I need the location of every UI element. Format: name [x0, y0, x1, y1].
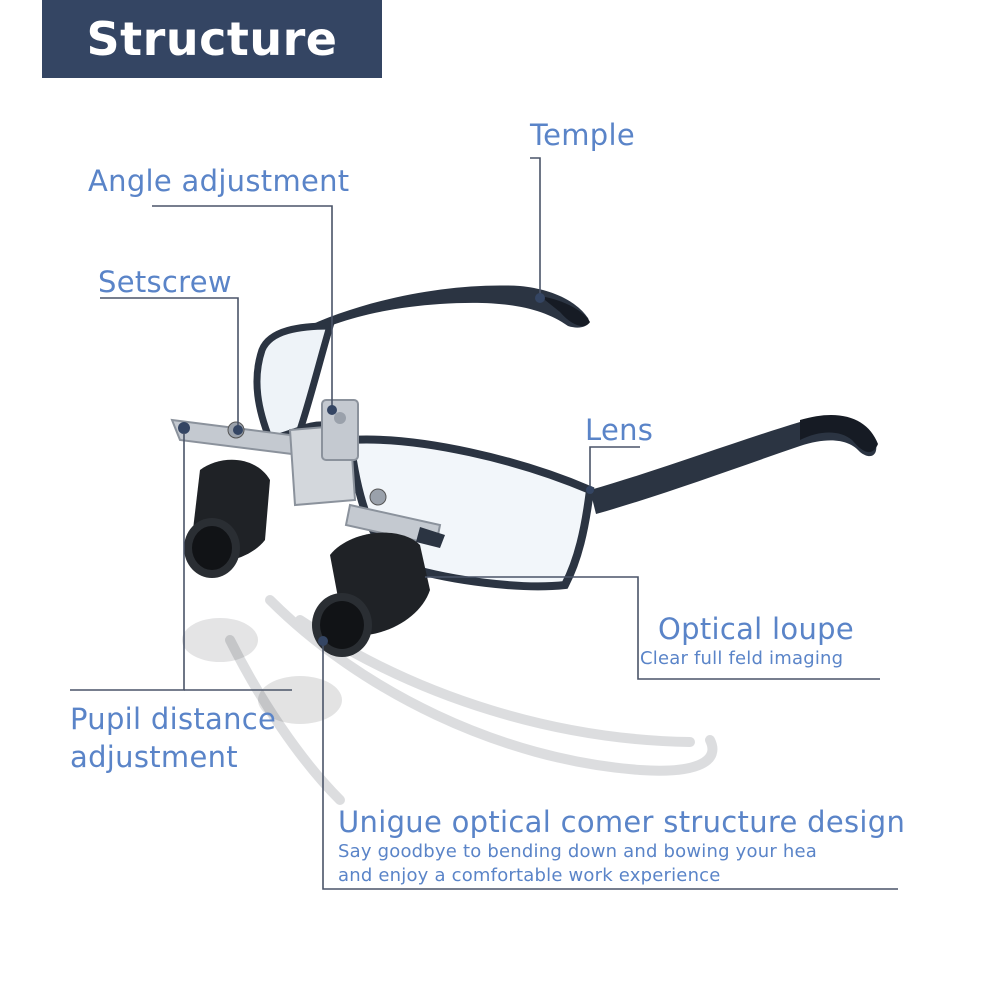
optical-loupe-leader	[425, 576, 880, 680]
page-title: Structure	[42, 0, 382, 78]
label-unique-sub2: and enjoy a comfortable work experience	[338, 865, 721, 886]
label-optical-loupe-sub: Clear full feld imaging	[640, 648, 844, 669]
label-unique-sub1: Say goodbye to bending down and bowing y…	[338, 841, 817, 862]
label-pupil-distance-line1: Pupil distance	[70, 702, 277, 736]
near-temple-arm	[590, 416, 877, 514]
leader-dots	[179, 293, 594, 646]
temple-leader	[530, 157, 541, 296]
angle-adjustment-leader	[152, 205, 333, 410]
loupe-reflection	[182, 618, 342, 724]
temple-arm	[300, 285, 589, 340]
lens-leader	[589, 446, 640, 490]
label-optical-loupe: Optical loupe	[658, 612, 854, 646]
label-unique-structure: Unigue optical comer structure design	[338, 805, 906, 839]
temple-tip	[540, 296, 590, 327]
unique-structure-leader	[322, 641, 898, 890]
label-pupil-distance-line2: adjustment	[70, 740, 238, 774]
pupil-distance-leader	[70, 430, 185, 691]
label-setscrew: Setscrew	[98, 265, 232, 299]
label-angle-adjustment: Angle adjustment	[88, 164, 350, 198]
left-optical-loupe	[184, 459, 270, 578]
right-optical-loupe	[312, 532, 430, 657]
left-lens-rim	[253, 322, 335, 445]
loupe-mount	[170, 399, 445, 548]
label-temple: Temple	[530, 118, 635, 152]
leader-lines	[70, 157, 898, 890]
label-lens: Lens	[585, 413, 654, 447]
setscrew-leader	[100, 297, 239, 430]
